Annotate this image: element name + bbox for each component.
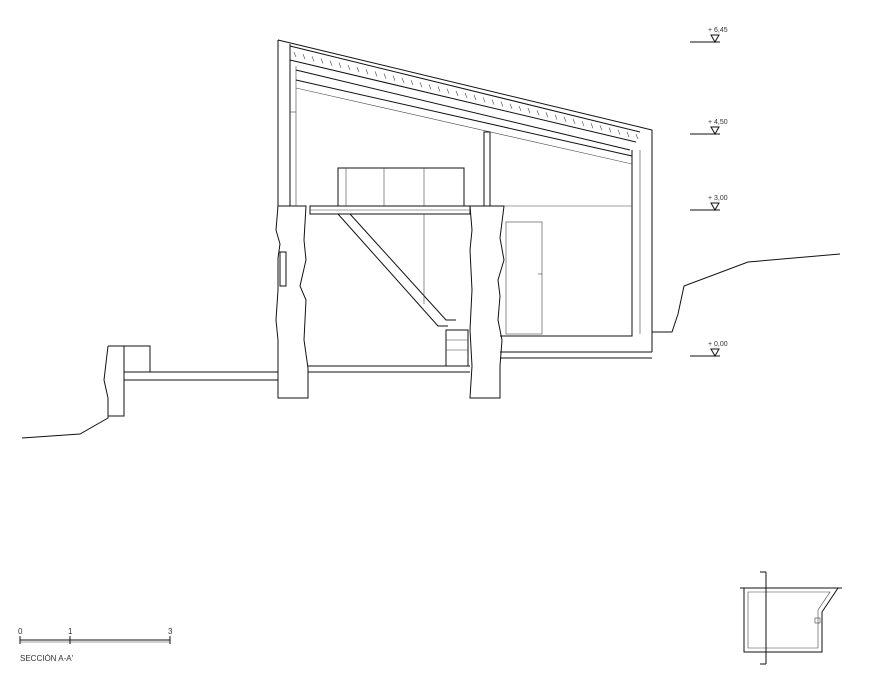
roof-tile-mark [581,120,585,127]
left-wall [275,205,309,399]
roof-tile-mark [446,88,450,94]
roof-post [483,131,491,207]
roof-tile-mark [518,105,522,112]
terrain-left [21,345,278,439]
roof-tile-mark [374,71,378,77]
level-label: + 6,45 [708,27,728,34]
roof-tile-mark [572,118,576,125]
mezzanine [309,167,632,215]
roof-tile-mark [608,127,612,133]
roof-tile-mark [500,101,504,107]
roof-tile-mark [410,79,414,86]
roof-tile-mark [527,107,531,114]
scale-tick-label: 1 [68,627,73,636]
roof [277,39,653,165]
roof-tile-mark [599,125,603,131]
roof-tile-mark [383,73,387,79]
key-plan [740,571,842,665]
roof-tile-mark [491,99,495,105]
roof-tile-mark [347,64,351,71]
level-label: + 0,00 [708,341,728,348]
roof-tile-mark [302,54,306,60]
slab-floor [308,351,652,373]
roof-tiles [293,51,639,140]
roof-tile-mark [617,129,621,135]
level-label: + 3,00 [708,195,728,202]
stair [337,213,469,367]
roof-tile-mark [392,75,396,81]
roof-tile-mark [563,116,567,122]
roof-tile-mark [545,112,549,118]
level-marker-3: + 3,00 [690,195,728,212]
roof-tile-mark [509,103,513,109]
roof-tile-mark [401,77,405,84]
roof-tile-mark [293,51,297,58]
roof-tile-mark [626,131,630,137]
roof-tile-mark [338,62,342,68]
upper-left-wall [277,40,297,206]
roof-tile-mark [311,56,315,62]
roof-tile-mark [419,82,423,88]
roof-tile-mark [455,90,459,96]
roof-tile-mark [365,69,369,75]
door [505,221,543,335]
roof-tile-mark [536,110,540,116]
roof-tile-mark [473,95,477,101]
roof-tile-mark [590,123,594,129]
level-marker-1: + 6,45 [690,27,728,44]
scale-bar: 0 1 3 [18,627,173,644]
level-label: + 4,50 [708,119,728,126]
roof-tile-mark [329,60,333,66]
scale-tick-label: 3 [168,627,173,636]
scale-tick-label: 0 [18,627,23,636]
roof-tile-mark [482,97,486,103]
level-marker-4: + 0,00 [690,341,728,358]
right-wall [500,140,653,352]
roof-tile-mark [554,114,558,120]
terrain-right [652,253,841,333]
center-wall [469,205,505,399]
roof-tile-mark [428,84,432,90]
level-marker-2: + 4,50 [690,119,728,136]
roof-tile-mark [437,86,441,92]
roof-tile-mark [635,133,639,140]
roof-tile-mark [464,92,468,99]
roof-tile-mark [320,58,324,64]
drawing-title: SECCIÓN A-A' [20,654,74,663]
roof-tile-mark [356,66,360,73]
